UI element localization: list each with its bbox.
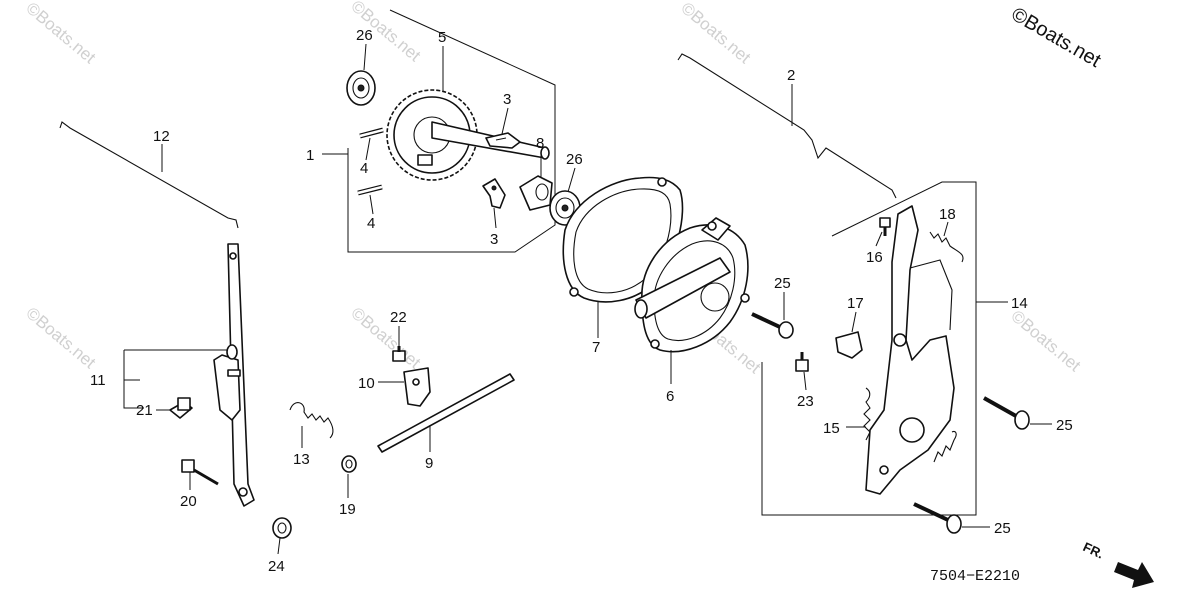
callout-25-middle: 25 [1056,417,1073,434]
shaft-part-9 [377,373,515,453]
callout-18: 18 [939,206,956,223]
callout-20: 20 [180,493,197,510]
diagram-code: 7504−E2210 [930,568,1020,585]
spring-part-15 [863,387,871,441]
nut-part-19 [341,455,357,473]
slider-part-8 [519,175,553,211]
callout-labels: 1 2 3 3 4 4 5 6 7 8 9 10 11 12 13 14 15 … [90,27,1073,575]
copyright-text: ©Boats.net [1008,3,1105,72]
nut-part-24 [272,517,292,539]
group-outline-1 [347,9,556,253]
callout-26-lower: 26 [566,151,583,168]
callout-25-upper: 25 [774,275,791,292]
bolt-part-25-upper [751,312,794,339]
callout-5: 5 [438,29,446,46]
watermark: ©Boats.net [22,304,99,373]
governor-cover-part-6 [634,217,750,353]
weight-part-3-lower [482,178,506,209]
pin-part-4-lower [357,184,383,196]
clip-part-17 [835,331,863,359]
group-outline-14 [761,181,977,516]
callout-2: 2 [787,67,795,84]
bracket-part-10 [403,367,431,407]
callout-10: 10 [358,375,375,392]
callout-8: 8 [536,135,544,152]
spring-part-14-lower [933,430,957,463]
callout-3-lower: 3 [490,231,498,248]
control-plate-part-14 [865,205,955,495]
callout-12: 12 [153,128,170,145]
callout-24: 24 [268,558,285,575]
callout-4-upper: 4 [360,160,368,177]
front-arrow-icon [1114,562,1154,588]
screw-part-23 [795,352,809,372]
watermark: ©Boats.net [347,304,424,373]
callout-22: 22 [390,309,407,326]
callout-15: 15 [823,420,840,437]
governor-gear-part-5 [386,89,550,181]
callout-14: 14 [1011,295,1028,312]
watermark-layer: ©Boats.net ©Boats.net ©Boats.net ©Boats.… [22,0,1084,377]
bolt-part-25-middle [983,396,1030,430]
front-direction-marker: FR. [1081,539,1154,588]
callout-19: 19 [339,501,356,518]
lever-part-11 [213,243,255,507]
pin-part-4-upper [359,127,384,139]
callout-4-lower: 4 [367,215,375,232]
weight-part-3-upper [485,132,521,149]
callout-6: 6 [666,388,674,405]
watermark: ©Boats.net [22,0,99,67]
screw-part-16 [879,217,891,236]
callout-13: 13 [293,451,310,468]
leader-lines [123,43,1052,555]
callout-9: 9 [425,455,433,472]
bolt-part-20 [181,459,219,486]
callout-26-upper: 26 [356,27,373,44]
watermark: ©Boats.net [1007,307,1084,376]
callout-17: 17 [847,295,864,312]
spring-part-13 [289,402,334,439]
rod-part-12 [59,121,239,229]
callout-21: 21 [136,402,153,419]
callout-3-upper: 3 [503,91,511,108]
rod-part-2 [677,53,897,199]
bearing-part-26-upper [346,70,376,106]
spring-part-18 [929,231,964,263]
bolt-part-25-lower [913,502,962,534]
callout-23: 23 [797,393,814,410]
callout-7: 7 [592,339,600,356]
callout-25-lower: 25 [994,520,1011,537]
screw-part-22 [392,346,406,362]
callout-16: 16 [866,249,883,266]
bolt-part-21 [169,397,193,419]
front-marker-label: FR. [1081,539,1106,561]
callout-1: 1 [306,147,314,164]
callout-11: 11 [90,372,106,389]
